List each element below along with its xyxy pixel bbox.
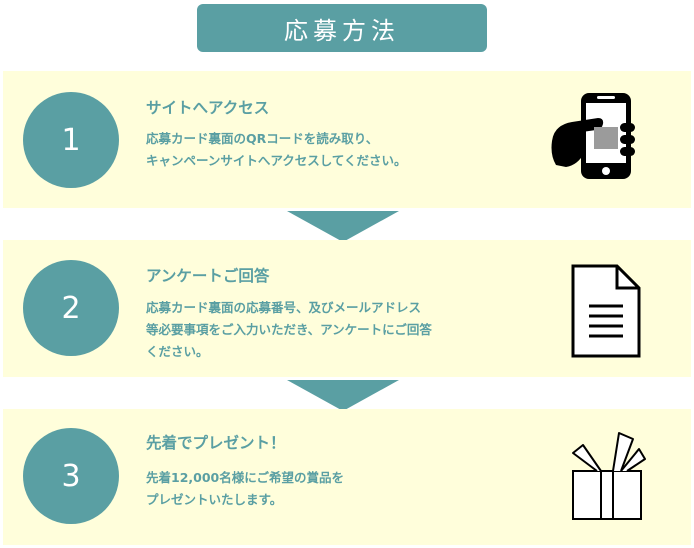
step-1-number: 1	[23, 92, 119, 188]
document-icon	[571, 264, 641, 358]
step-2-title: アンケートご回答	[146, 267, 270, 285]
step-1-line-2: キャンペーンサイトへアクセスしてください。	[146, 153, 407, 168]
step-3-title: 先着でプレゼント！	[146, 434, 286, 452]
step-2-number: 2	[23, 260, 119, 356]
step-2-line-1: 応募カード裏面の応募番号、及びメールアドレス	[146, 300, 422, 315]
step-2-line-3: ください。	[146, 344, 209, 359]
step-1-description: 応募カード裏面のQRコードを読み取り、 キャンペーンサイトへアクセスしてください…	[146, 128, 407, 172]
step-1-panel: 1 サイトへアクセス 応募カード裏面のQRコードを読み取り、 キャンペーンサイト…	[3, 71, 691, 208]
down-arrow-2	[287, 380, 399, 411]
step-3-panel: 3 先着でプレゼント！ 先着12,000名様にご希望の賞品を プレゼントいたしま…	[3, 409, 691, 545]
step-2-line-2: 等必要事項をご入力いただき、アンケートにご回答	[146, 322, 432, 337]
step-3-description: 先着12,000名様にご希望の賞品を プレゼントいたします。	[146, 467, 344, 511]
page-title: 応募方法	[197, 4, 487, 52]
gift-icon	[572, 432, 646, 520]
step-1-title: サイトへアクセス	[146, 99, 270, 117]
phone-qr-icon	[551, 93, 635, 179]
step-2-panel: 2 アンケートご回答 応募カード裏面の応募番号、及びメールアドレス 等必要事項を…	[3, 240, 691, 377]
step-1-line-1: 応募カード裏面のQRコードを読み取り、	[146, 131, 379, 146]
step-3-number: 3	[23, 428, 119, 524]
step-3-line-1: 先着12,000名様にご希望の賞品を	[146, 470, 344, 485]
step-2-description: 応募カード裏面の応募番号、及びメールアドレス 等必要事項をご入力いただき、アンケ…	[146, 297, 432, 363]
step-3-line-2: プレゼントいたします。	[146, 492, 283, 507]
down-arrow-1	[287, 211, 399, 242]
